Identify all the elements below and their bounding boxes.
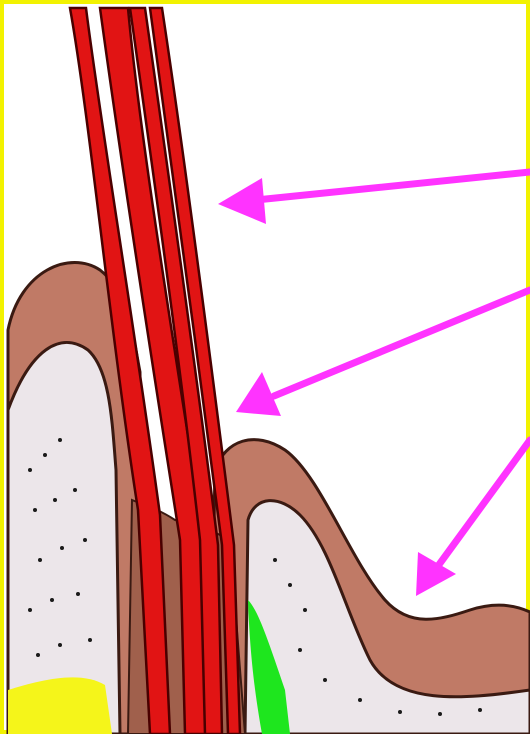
- yellow-region: [8, 677, 112, 734]
- left-dermis: [8, 343, 120, 734]
